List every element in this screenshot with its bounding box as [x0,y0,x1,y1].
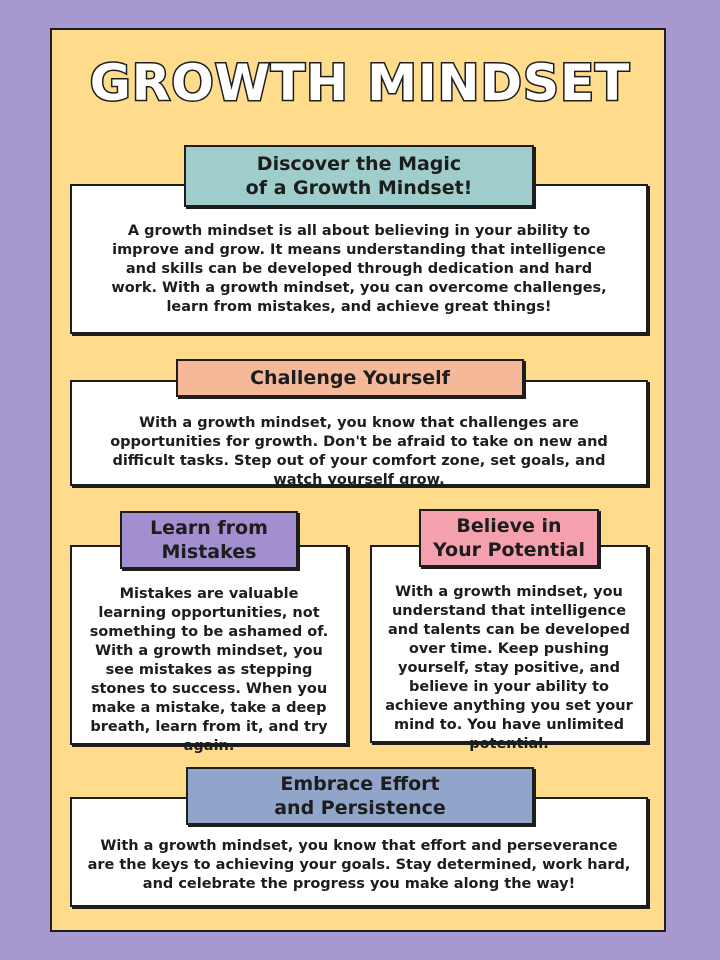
mistakes-body: Mistakes are valuable learning opportuni… [89,586,329,754]
effort-body: With a growth mindset, you know that eff… [87,838,631,892]
discover-body: A growth mindset is all about believing … [111,223,607,315]
challenge-heading: Challenge Yourself [176,359,524,397]
discover-card: A growth mindset is all about believing … [70,184,648,334]
page-title: GROWTH MINDSET [88,54,631,112]
effort-heading: Embrace Effort and Persistence [186,767,534,825]
mistakes-heading: Learn from Mistakes [120,511,298,569]
challenge-body: With a growth mindset, you know that cha… [110,415,608,488]
discover-heading: Discover the Magic of a Growth Mindset! [184,145,534,207]
mistakes-card: Mistakes are valuable learning opportuni… [70,545,348,754]
potential-body: With a growth mindset, you understand th… [385,584,633,752]
potential-heading: Believe in Your Potential [419,509,599,567]
challenge-card: With a growth mindset, you know that cha… [70,380,648,488]
potential-card: With a growth mindset, you understand th… [370,545,648,752]
